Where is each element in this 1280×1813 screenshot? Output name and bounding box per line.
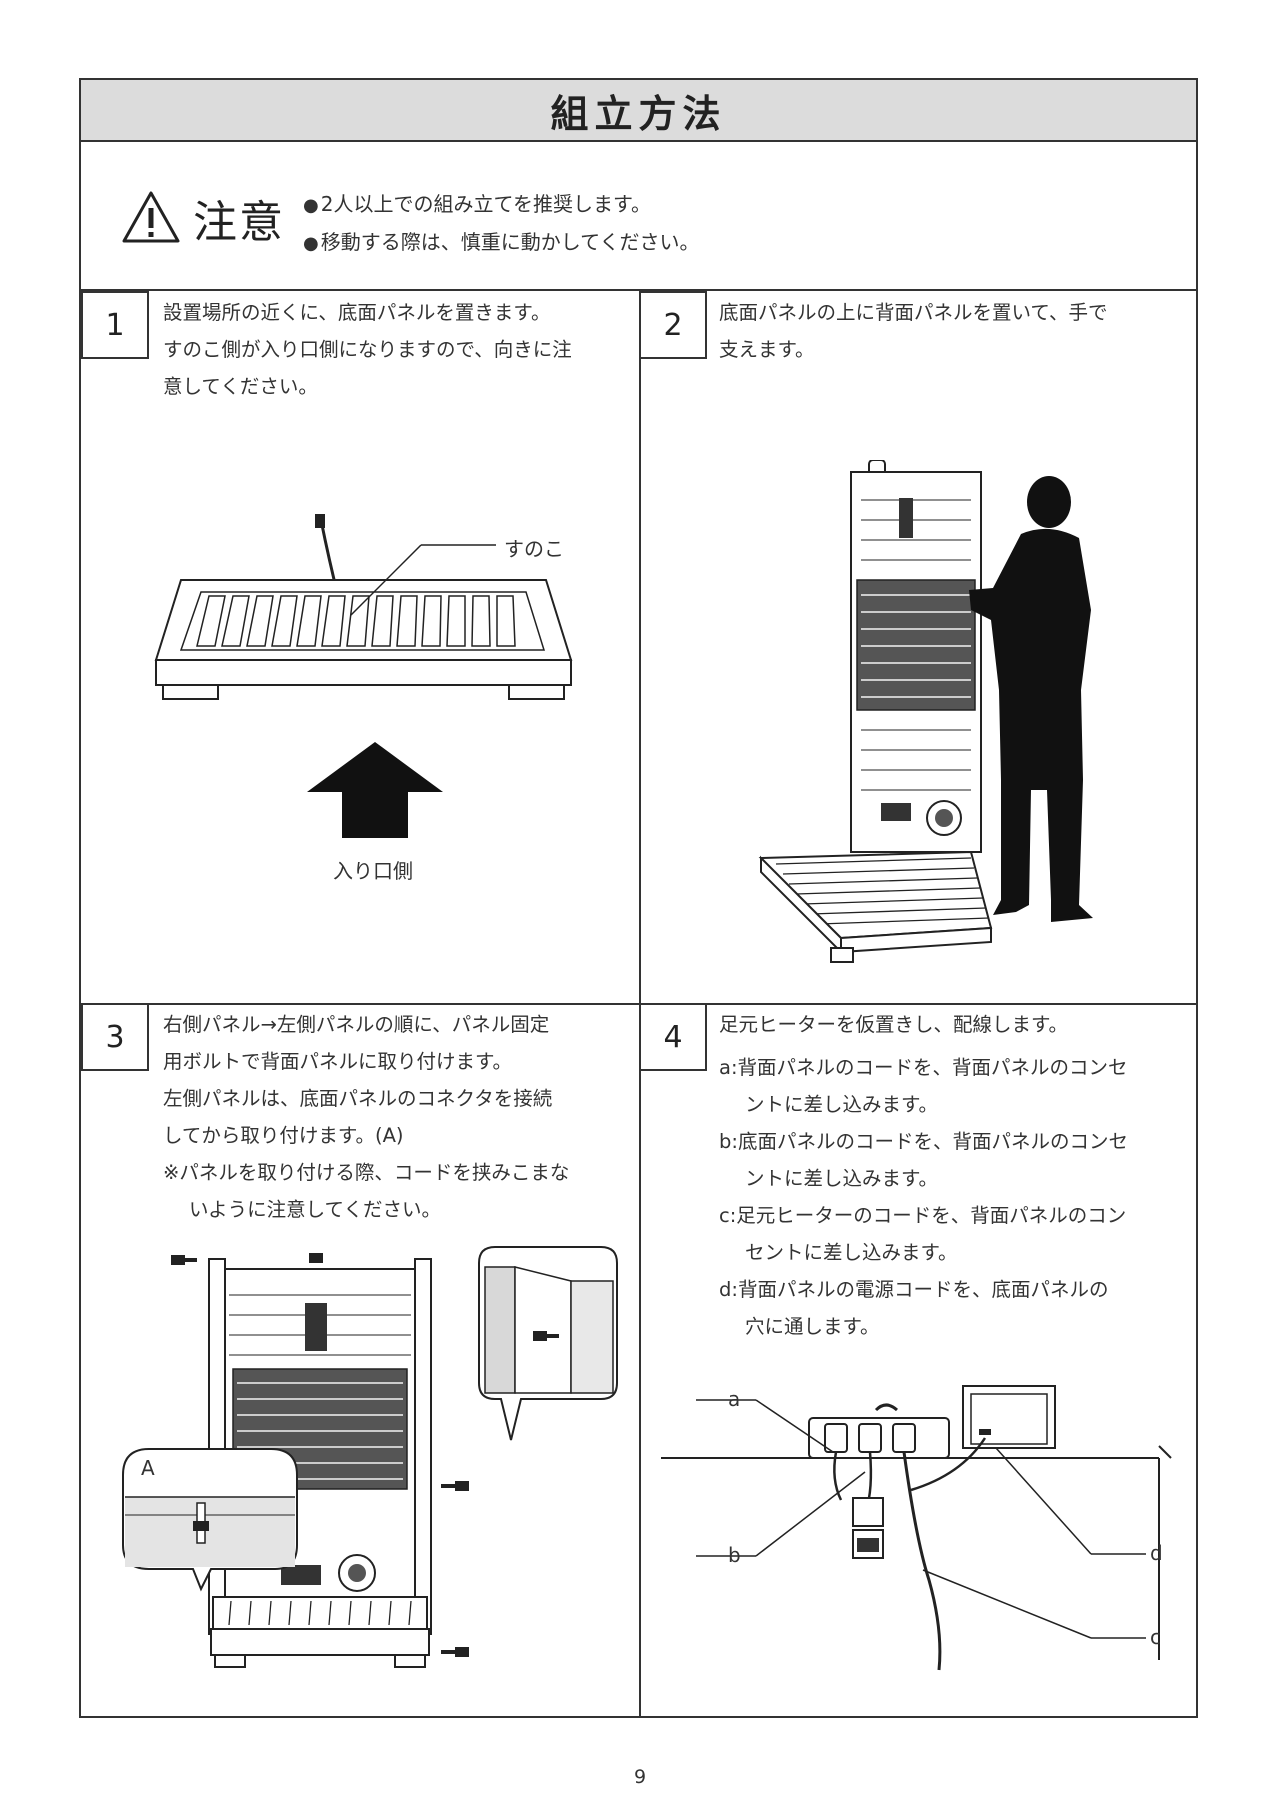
bullet-icon: ● [303, 195, 319, 216]
side-panel-illustration [122, 1246, 618, 1668]
step-4-text: 足元ヒーターを仮置きし、配線します。 a:背面パネルのコードを、背面パネルのコン… [719, 1013, 1128, 1338]
sunoko-label: すのこ [504, 537, 564, 561]
warning-icon [122, 191, 180, 243]
step-3-number: 3 [81, 1003, 149, 1071]
step-4-number: 4 [639, 1003, 707, 1071]
step-1-number: 1 [81, 291, 149, 359]
arrow-up-icon [307, 742, 443, 838]
assembly-frame: 組立方法 注意 ●2人以上での組み立てを推奨します。 ●移動する際は、慎重に動か… [79, 78, 1198, 1718]
wiring-label-d: d [1150, 1541, 1163, 1565]
entrance-label: 入り口側 [333, 859, 413, 883]
callout-a-label: A [141, 1456, 155, 1480]
caution-list: ●2人以上での組み立てを推奨します。 ●移動する際は、慎重に動かしてください。 [303, 186, 700, 262]
wiring-illustration [661, 1385, 1172, 1671]
step-2-number: 2 [639, 291, 707, 359]
wiring-label-c: c [1150, 1625, 1161, 1649]
step-2-text: 底面パネルの上に背面パネルを置いて、手で 支えます。 [719, 301, 1108, 361]
wiring-label-a: a [728, 1387, 741, 1411]
step-3-text: 右側パネル→左側パネルの順に、パネル固定 用ボルトで背面パネルに取り付けます。 … [163, 1013, 570, 1221]
bullet-icon: ● [303, 233, 319, 254]
wiring-label-b: b [728, 1543, 741, 1567]
row-divider [81, 1003, 1196, 1005]
caution-label: 注意 [193, 197, 285, 248]
step-1-text: 設置場所の近くに、底面パネルを置きます。 すのこ側が入り口側になりますので、向き… [163, 301, 572, 398]
page-title: 組立方法 [550, 91, 727, 136]
caution-item: ●移動する際は、慎重に動かしてください。 [303, 230, 700, 254]
page-number: 9 [633, 1766, 647, 1788]
caution-item: ●2人以上での組み立てを推奨します。 [303, 192, 652, 216]
title-bar: 組立方法 [81, 80, 1196, 142]
back-panel-illustration [758, 460, 1093, 963]
base-panel-illustration [154, 514, 573, 700]
caution-section: 注意 ●2人以上での組み立てを推奨します。 ●移動する際は、慎重に動かしてくださ… [81, 142, 1196, 291]
